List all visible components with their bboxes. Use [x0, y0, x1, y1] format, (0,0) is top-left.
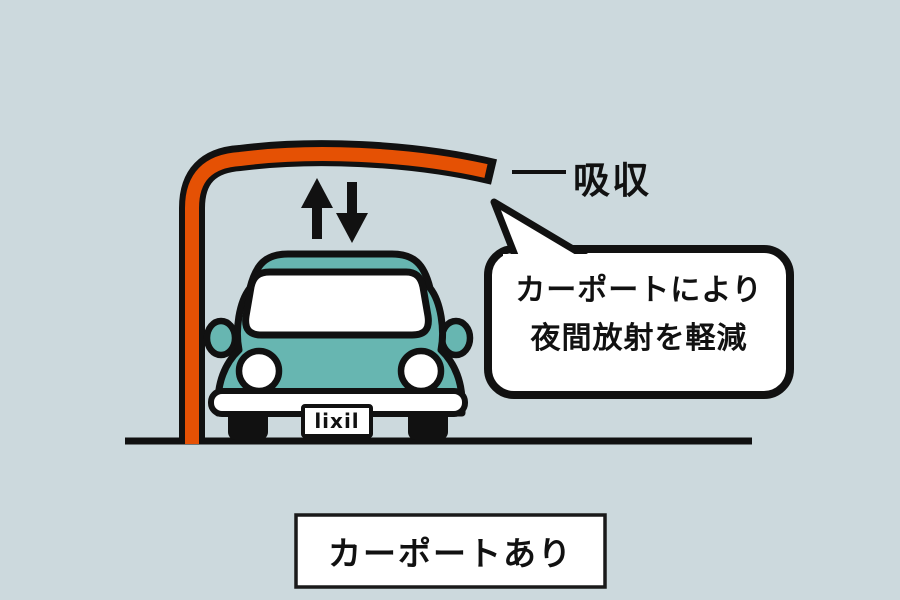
car-headlight-right: [397, 347, 445, 395]
carport-structure: [185, 147, 488, 444]
arrow-up-icon: [301, 178, 333, 239]
speech-bubble-body: [484, 245, 794, 399]
car-mirror-left: [203, 317, 239, 359]
car-mirror-right: [438, 317, 474, 359]
caption-box: [294, 513, 607, 589]
speech-bubble-tail-patch: [503, 254, 597, 266]
speech-bubble-line1: カーポートにより: [515, 273, 763, 308]
car-headlight-left: [235, 347, 283, 395]
caption-label: カーポートあり: [328, 534, 573, 573]
absorption-label: 吸収: [573, 159, 651, 202]
speech-bubble: [484, 198, 794, 399]
license-plate-text: lixil: [314, 409, 360, 433]
car: [203, 250, 474, 440]
arrow-down-icon: [336, 182, 368, 243]
car-windshield: [242, 268, 432, 339]
license-plate: [301, 404, 373, 438]
speech-bubble-text: カーポートにより 夜間放射を軽減: [488, 267, 790, 363]
speech-bubble-line2: 夜間放射を軽減: [530, 321, 748, 356]
